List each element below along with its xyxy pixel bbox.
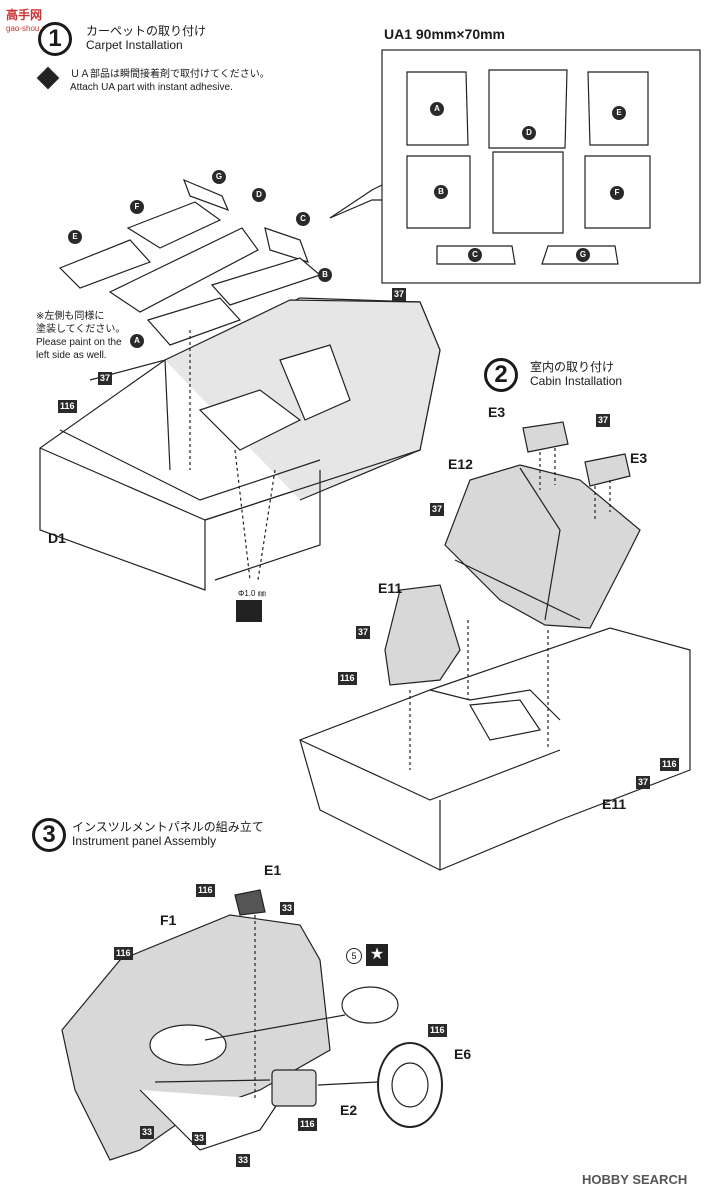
step-2-number: 2 bbox=[484, 358, 518, 392]
part-label-e2: E2 bbox=[340, 1102, 358, 1118]
ua1-part-g: G bbox=[576, 248, 590, 262]
part-label-e1: E1 bbox=[264, 862, 282, 878]
part-label-d: D bbox=[252, 188, 266, 202]
watermark-hobbysearch: HOBBY SEARCH bbox=[582, 1172, 688, 1187]
part-label-e3: E3 bbox=[630, 450, 648, 466]
color-code-116: 116 bbox=[196, 884, 215, 897]
color-code-116: 116 bbox=[114, 947, 133, 960]
step-1-title-jp: カーペットの取り付け bbox=[86, 24, 207, 38]
color-code-37: 37 bbox=[392, 288, 407, 301]
color-code-37: 37 bbox=[356, 626, 371, 639]
color-code-37: 37 bbox=[596, 414, 611, 427]
drill-icon bbox=[236, 600, 262, 622]
drill-size: Φ1.0 ㎜ bbox=[238, 589, 266, 598]
part-label-f: F bbox=[130, 200, 144, 214]
part-label-a: A bbox=[130, 334, 144, 348]
ua1-part-a: A bbox=[430, 102, 444, 116]
adhesive-note-en: Attach UA part with instant adhesive. bbox=[70, 82, 233, 93]
color-code-33: 33 bbox=[236, 1154, 251, 1167]
paint-note-jp-2: 塗装してください。 bbox=[36, 324, 126, 335]
color-code-37: 37 bbox=[98, 372, 113, 385]
watermark-url: gao-shou.com bbox=[6, 24, 57, 33]
part-label-e11: E11 bbox=[378, 580, 403, 596]
part-label-d1: D1 bbox=[48, 530, 66, 546]
color-code-116: 116 bbox=[660, 758, 679, 771]
ua1-part-b: B bbox=[434, 185, 448, 199]
step-2-title-jp: 室内の取り付け bbox=[530, 360, 615, 374]
color-code-116: 116 bbox=[338, 672, 357, 685]
part-label-g: G bbox=[212, 170, 226, 184]
ua1-part-f: F bbox=[610, 186, 624, 200]
color-code-116: 116 bbox=[58, 400, 77, 413]
step-1-title-en: Carpet Installation bbox=[86, 38, 183, 52]
color-code-37: 37 bbox=[430, 503, 445, 516]
part-label-e3: E3 bbox=[488, 404, 506, 420]
paint-note-jp-1: ※左側も同様に bbox=[36, 311, 105, 322]
part-label-e6: E6 bbox=[454, 1046, 472, 1062]
color-code-33: 33 bbox=[140, 1126, 155, 1139]
color-code-37: 37 bbox=[636, 776, 651, 789]
step-3-number: 3 bbox=[32, 818, 66, 852]
ua1-part-d: D bbox=[522, 126, 536, 140]
adhesive-note-jp: ＵＡ部品は瞬間接着剤で取付けてください。 bbox=[70, 69, 270, 80]
ua1-part-e: E bbox=[612, 106, 626, 120]
part-label-e: E bbox=[68, 230, 82, 244]
ua1-sheet-frame bbox=[381, 49, 701, 284]
color-code-116: 116 bbox=[428, 1024, 447, 1037]
step-1-number: 1 bbox=[38, 22, 72, 56]
star-icon: ★ bbox=[366, 944, 388, 966]
part-label-e12: E12 bbox=[448, 456, 473, 472]
watermark-logo: 高手网 bbox=[6, 8, 43, 22]
paint-note-en-2: left side as well. bbox=[36, 350, 107, 361]
ua1-part-c: C bbox=[468, 248, 482, 262]
part-label-e11: E11 bbox=[602, 796, 627, 812]
color-code-33: 33 bbox=[192, 1132, 207, 1145]
part-label-c: C bbox=[296, 212, 310, 226]
paint-note-en-1: Please paint on the bbox=[36, 337, 122, 348]
ua1-title: UA1 90mm×70mm bbox=[384, 26, 506, 42]
step-3-title-jp: インスツルメントパネルの組み立て bbox=[72, 820, 264, 834]
step-2-title-en: Cabin Installation bbox=[530, 374, 623, 388]
color-code-116: 116 bbox=[298, 1118, 317, 1131]
step-3-title-en: Instrument panel Assembly bbox=[72, 834, 217, 848]
color-code-33: 33 bbox=[280, 902, 295, 915]
decal-number: 5 bbox=[346, 948, 362, 964]
part-label-b: B bbox=[318, 268, 332, 282]
part-label-f1: F1 bbox=[160, 912, 177, 928]
